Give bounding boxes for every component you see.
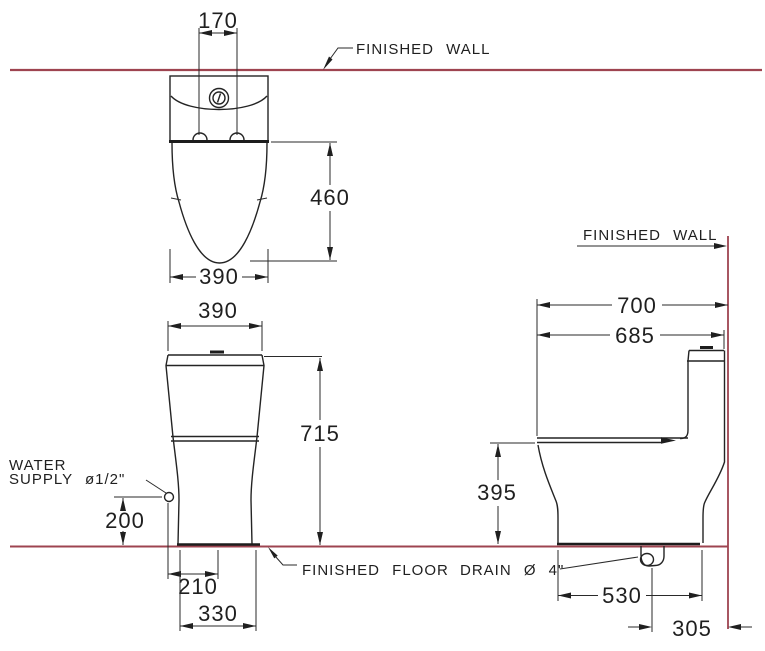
dim-685-value: 685 <box>615 323 655 348</box>
drain-outlet-opening <box>639 552 655 567</box>
dim-210: 210 <box>167 503 219 599</box>
dim-330: 330 <box>179 550 257 631</box>
dim-200: 200 <box>105 496 162 545</box>
dim-210-value: 210 <box>178 574 218 599</box>
dim-700: 700 <box>536 293 728 436</box>
dim-390-plan: 390 <box>169 249 269 289</box>
dim-arrow-icon <box>205 571 218 577</box>
dim-arrow-icon <box>711 332 724 338</box>
flush-button-inner <box>212 91 226 105</box>
dim-arrow-icon <box>168 323 181 329</box>
dim-arrow-icon <box>180 623 193 629</box>
dim-arrow-icon <box>199 30 212 36</box>
dim-200-value: 200 <box>105 508 145 533</box>
dim-arrow-icon <box>495 444 501 457</box>
dim-arrow-icon <box>170 274 183 280</box>
dim-390-front-value: 390 <box>198 298 238 323</box>
tank-front-upper <box>687 350 690 362</box>
drain-outlet-body <box>640 546 665 567</box>
leader-arrow-icon <box>714 243 727 249</box>
dim-arrow-icon <box>317 358 323 371</box>
dim-530: 530 <box>557 550 703 608</box>
seat-hinge-right <box>229 132 245 141</box>
tank-front-edge <box>679 361 689 440</box>
dim-arrow-icon <box>558 592 571 599</box>
water-supply-label-2: SUPPLY ø1/2" <box>9 471 125 488</box>
dim-530-value: 530 <box>602 583 642 608</box>
dim-arrow-icon <box>327 143 333 156</box>
dim-305-value: 305 <box>672 616 712 641</box>
tank-outline-plan <box>169 75 269 142</box>
plan-view: 170 460 <box>169 8 350 289</box>
dim-arrow-icon <box>317 532 323 545</box>
seat-bumper-tick-right <box>256 197 268 201</box>
leader-arrow-icon <box>268 547 278 559</box>
bowl-front-profile <box>537 444 559 543</box>
dim-715-value: 715 <box>300 421 340 446</box>
leader-line <box>145 479 167 494</box>
water-supply-point <box>163 491 175 503</box>
dim-170: 170 <box>198 8 238 135</box>
dim-170-value: 170 <box>198 8 238 33</box>
dim-arrow-icon <box>495 531 501 544</box>
dim-arrow-icon <box>120 532 126 545</box>
dim-arrow-icon <box>327 247 333 260</box>
dim-arrow-icon <box>224 30 237 36</box>
dim-arrow-icon <box>537 332 550 338</box>
leader-line <box>329 47 353 60</box>
dim-395: 395 <box>477 442 535 544</box>
side-elevation: FINISHED WALL 700 685 <box>477 227 752 641</box>
dim-arrow-icon <box>689 592 702 599</box>
flush-button-slot <box>216 93 222 103</box>
dim-395-value: 395 <box>477 480 517 505</box>
drain-label: DRAIN Ø 4" <box>460 562 564 579</box>
leader-line <box>559 556 639 570</box>
seat-outline <box>171 142 268 264</box>
leader-arrow-icon <box>323 56 333 70</box>
dim-arrow-icon <box>728 624 741 630</box>
dim-305: 305 <box>628 568 752 641</box>
drain-callout: DRAIN Ø 4" <box>460 556 639 579</box>
tank-lid-curve <box>170 95 268 111</box>
dim-arrow-icon <box>639 624 652 630</box>
dim-685: 685 <box>537 323 725 349</box>
seat-lid-tip <box>661 437 676 444</box>
finished-floor-label: FINISHED FLOOR <box>302 562 449 579</box>
dim-arrow-icon <box>243 623 256 629</box>
dim-arrow-icon <box>249 323 262 329</box>
flush-button-outer <box>208 87 230 109</box>
dim-715: 715 <box>264 356 340 545</box>
water-supply-callout: WATER SUPPLY ø1/2" <box>9 457 175 503</box>
dim-arrow-icon <box>537 302 550 308</box>
body-rear-profile <box>702 350 726 543</box>
dim-arrow-icon <box>168 571 181 577</box>
finished-wall-side-label: FINISHED WALL <box>583 227 717 244</box>
seat-bumper-tick-left <box>170 197 182 201</box>
flush-button-plan <box>208 87 230 109</box>
dim-390-front: 390 <box>167 298 263 351</box>
finished-wall-top-label: FINISHED WALL <box>356 41 490 58</box>
dim-arrow-icon <box>120 498 126 511</box>
finished-floor-callout: FINISHED FLOOR <box>268 547 449 579</box>
dim-460: 460 <box>250 141 350 262</box>
dim-390-plan-value: 390 <box>199 264 239 289</box>
finished-wall-side-callout: FINISHED WALL <box>577 227 727 249</box>
dim-700-value: 700 <box>617 293 657 318</box>
seat-hinge-left <box>192 132 208 141</box>
dim-460-value: 460 <box>310 185 350 210</box>
finished-wall-top-callout: FINISHED WALL <box>323 41 490 70</box>
water-supply-label-1: WATER <box>9 457 67 474</box>
body-side-right <box>250 354 265 545</box>
front-elevation: 390 715 WATER SUPPLY ø1/2" <box>9 298 340 631</box>
dim-arrow-icon <box>255 274 268 280</box>
dim-arrow-icon <box>715 302 728 308</box>
dim-330-value: 330 <box>198 601 238 626</box>
drain-outlet <box>639 546 665 567</box>
leader-line <box>274 555 297 566</box>
